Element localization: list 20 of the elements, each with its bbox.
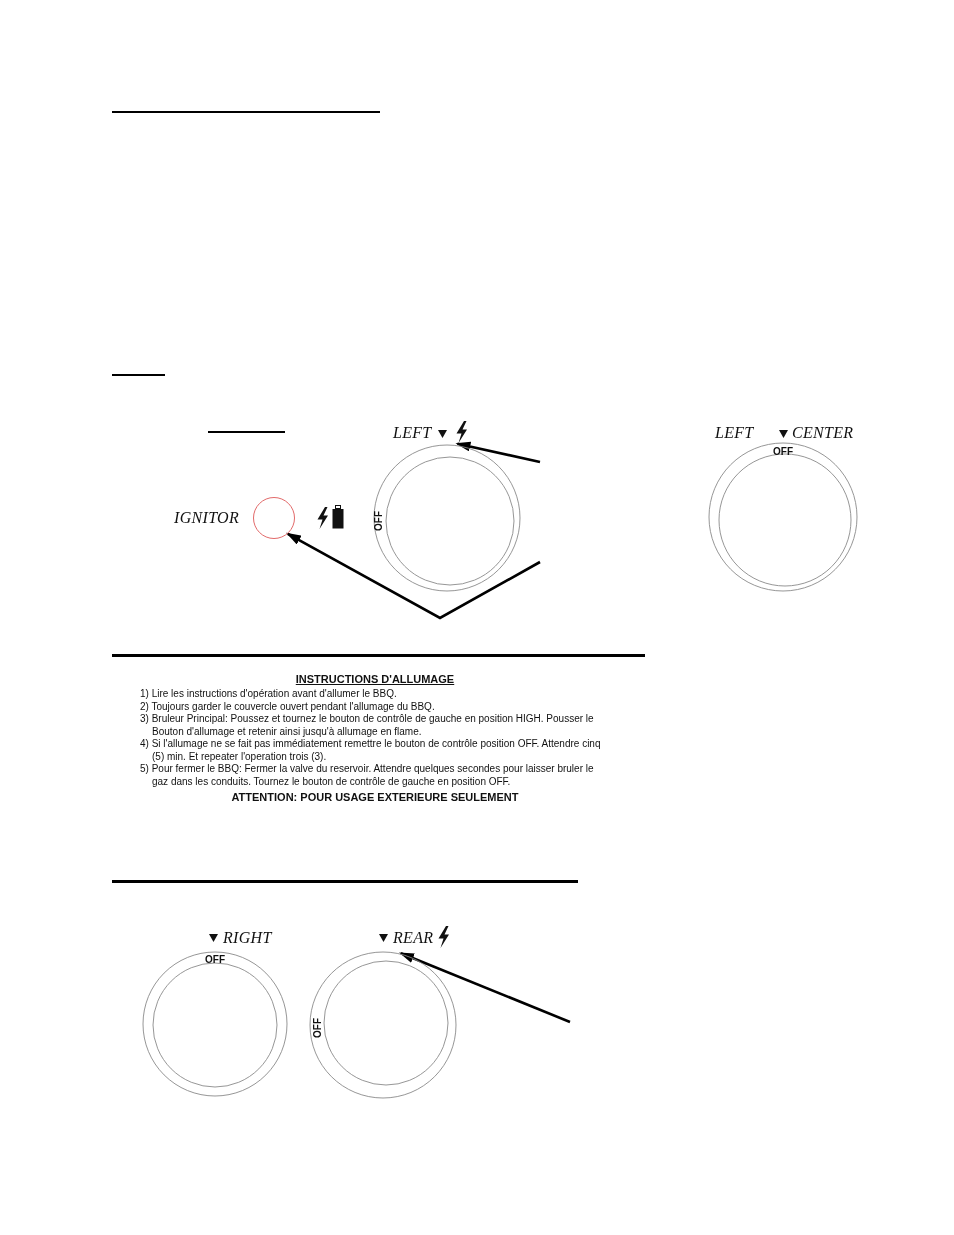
- leader-arrow: [455, 441, 541, 464]
- warning-text: ATTENTION: POUR USAGE EXTERIEURE SEULEMENT: [230, 790, 520, 804]
- leader-arrow: [286, 532, 541, 620]
- knob-label: LEFT: [393, 424, 432, 442]
- instruction-step: 2) Toujours garder le couvercle ouvert pendant l'allumage du BBQ.: [140, 700, 610, 713]
- position-label: OFF: [773, 445, 793, 457]
- instructions-heading: INSTRUCTIONS D'ALLUMAGE: [294, 672, 456, 686]
- knob-label: CENTER: [792, 424, 854, 442]
- knob-label: RIGHT: [223, 929, 272, 947]
- part-label: IGNITOR: [174, 509, 239, 527]
- position-label: OFF: [372, 511, 384, 531]
- knob-label: REAR: [393, 929, 434, 947]
- position-label: OFF: [205, 953, 225, 965]
- instruction-step: 5) Pour fermer le BBQ: Fermer la valve du reservoir. Attendre quelques secondes pour laisser bruler le gaz dans les conduits. Tournez le bouton de contrôle de gauche en position OFF.: [140, 763, 610, 788]
- instruction-step: 1) Lire les instructions d'opération avant d'allumer le BBQ.: [140, 688, 610, 701]
- instruction-step: 4) Si l'allumage ne se fait pas immédiatement remettre le bouton de contrôle position OFF. Attendre cinq (5) min. Et repeater l'operation trois (3).: [140, 738, 610, 763]
- instruction-step: 3) Bruleur Principal: Poussez et tournez le bouton de contrôle de gauche en position HIGH. Pousser le Bouton d'allumage et retenir ainsi jusqu'à allumage en flame.: [140, 713, 610, 738]
- position-label: OFF: [311, 1018, 323, 1038]
- leader-arrow: [399, 952, 571, 1024]
- knob-label: LEFT: [715, 424, 754, 442]
